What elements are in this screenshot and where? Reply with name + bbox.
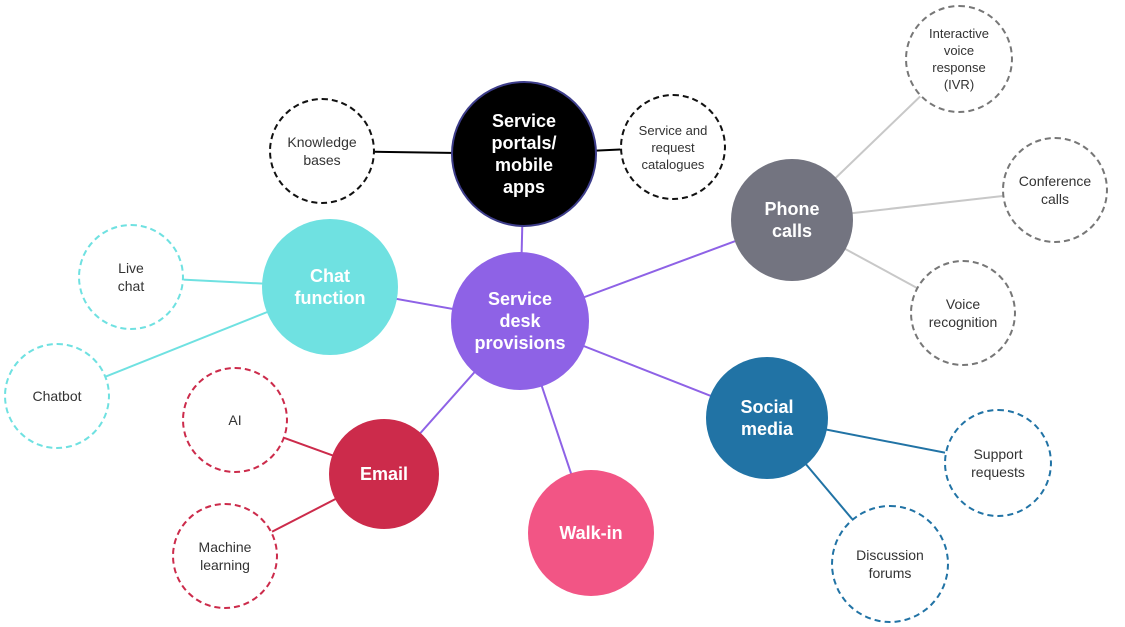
social-node: Social media bbox=[706, 357, 828, 479]
leaf-label: Conference calls bbox=[1018, 173, 1092, 207]
leaf-service-catalogues: Service and request catalogues bbox=[620, 94, 726, 200]
portals-label: Service portals/ mobile apps bbox=[491, 111, 557, 197]
center-label: Service desk provisions bbox=[474, 289, 566, 353]
leaf-live-chat: Live chat bbox=[78, 224, 184, 330]
email-label: Email bbox=[359, 464, 409, 484]
leaf-label: Voice recognition bbox=[928, 296, 998, 330]
social-label: Social media bbox=[740, 397, 794, 439]
leaf-machine-learning: Machine learning bbox=[172, 503, 278, 609]
center-node: Service desk provisions bbox=[451, 252, 589, 390]
leaf-discussion-forums: Discussion forums bbox=[831, 505, 949, 623]
leaf-label: Service and request catalogues bbox=[638, 122, 708, 172]
chat-label: Chat function bbox=[294, 266, 366, 308]
leaf-ivr: Interactive voice response (IVR) bbox=[905, 5, 1013, 113]
phone-label: Phone calls bbox=[764, 199, 820, 241]
walkin-label: Walk-in bbox=[559, 523, 623, 543]
leaf-label: Knowledge bases bbox=[287, 134, 357, 168]
leaf-knowledge-bases: Knowledge bases bbox=[269, 98, 375, 204]
leaf-ai: AI bbox=[182, 367, 288, 473]
leaf-label: Discussion forums bbox=[856, 547, 924, 581]
walkin-node: Walk-in bbox=[528, 470, 654, 596]
phone-node: Phone calls bbox=[731, 159, 853, 281]
leaf-voice-recognition: Voice recognition bbox=[910, 260, 1016, 366]
leaf-label: Machine learning bbox=[198, 539, 252, 573]
leaf-label: Interactive voice response (IVR) bbox=[929, 26, 989, 92]
leaf-label: Support requests bbox=[971, 446, 1025, 480]
leaf-conference-calls: Conference calls bbox=[1002, 137, 1108, 243]
portals-node: Service portals/ mobile apps bbox=[451, 81, 597, 227]
leaf-label: Chatbot bbox=[32, 388, 82, 404]
leaf-label: AI bbox=[228, 412, 242, 428]
leaf-label: Live chat bbox=[117, 260, 145, 294]
leaf-chatbot: Chatbot bbox=[4, 343, 110, 449]
leaf-support-requests: Support requests bbox=[944, 409, 1052, 517]
email-node: Email bbox=[329, 419, 439, 529]
chat-node: Chat function bbox=[262, 219, 398, 355]
